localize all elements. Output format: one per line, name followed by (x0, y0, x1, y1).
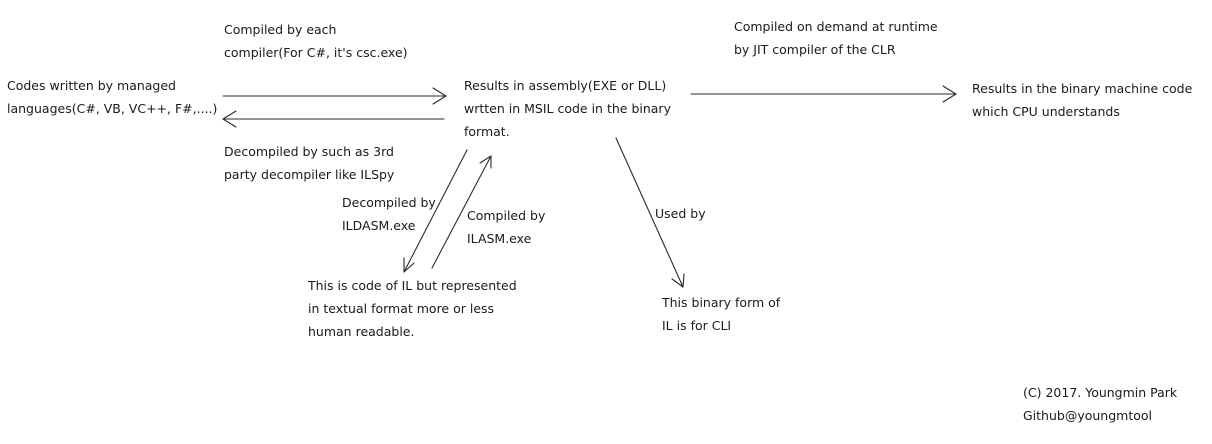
label-decompile-3rd-party: Decompiled by such as 3rd party decompil… (224, 140, 394, 186)
credits: (C) 2017. Youngmin Park Github@youngmtoo… (1023, 381, 1177, 427)
arrow-decompile-3rd-party (222, 110, 445, 128)
arrow-used-by (615, 137, 685, 288)
label-jit-line-2: by JIT compiler of the CLR (734, 42, 896, 57)
node-source-code: Codes written by managed languages(C#, V… (7, 74, 217, 120)
node-il-textual-line-2: in textual format more or less (308, 301, 495, 316)
credits-copyright: (C) 2017. Youngmin Park (1023, 385, 1178, 400)
node-machine-code-line-2: which CPU understands (972, 104, 1120, 119)
node-assembly: Results in assembly(EXE or DLL) wrtten i… (464, 74, 671, 143)
node-il-binary-line-2: IL is for CLI (662, 318, 732, 333)
label-jit-line-1: Compiled on demand at runtime (734, 19, 938, 34)
node-il-textual-line-3: human readable. (308, 324, 415, 339)
node-assembly-line-1: Results in assembly(EXE or DLL) (464, 78, 667, 93)
credits-github: Github@youngmtool (1023, 408, 1153, 423)
label-compile-line-2: compiler(For C#, it's csc.exe) (224, 45, 408, 60)
node-il-textual-line-1: This is code of IL but represented (308, 278, 517, 293)
arrow-ilasm (431, 155, 492, 269)
node-machine-code: Results in the binary machine code which… (972, 77, 1192, 123)
label-ildasm: Decompiled by ILDASM.exe (342, 191, 436, 237)
label-ildasm-line-2: ILDASM.exe (342, 218, 416, 233)
node-source-line-2: languages(C#, VB, VC++, F#,....) (7, 101, 218, 116)
label-decompile-3rd-line-2: party decompiler like ILSpy (224, 167, 395, 182)
label-compile-line-1: Compiled by each (224, 22, 337, 37)
node-assembly-line-3: format. (464, 124, 510, 139)
node-il-binary: This binary form of IL is for CLI (662, 291, 780, 337)
label-ilasm-line-2: ILASM.exe (467, 231, 532, 246)
node-il-textual: This is code of IL but represented in te… (308, 274, 517, 343)
node-il-binary-line-1: This binary form of (662, 295, 781, 310)
arrow-ildasm (403, 149, 468, 273)
label-used-by: Used by (655, 202, 706, 225)
node-source-line-1: Codes written by managed (7, 78, 176, 93)
label-decompile-3rd-line-1: Decompiled by such as 3rd (224, 144, 394, 159)
label-jit: Compiled on demand at runtime by JIT com… (734, 15, 938, 61)
label-ilasm: Compiled by ILASM.exe (467, 204, 545, 250)
label-used-by-line-1: Used by (655, 206, 706, 221)
label-ilasm-line-1: Compiled by (467, 208, 546, 223)
arrow-compile (222, 87, 447, 105)
label-compile: Compiled by each compiler(For C#, it's c… (224, 18, 408, 64)
node-assembly-line-2: wrtten in MSIL code in the binary (464, 101, 671, 116)
label-ildasm-line-1: Decompiled by (342, 195, 436, 210)
node-machine-code-line-1: Results in the binary machine code (972, 81, 1193, 96)
arrow-jit (690, 85, 957, 103)
